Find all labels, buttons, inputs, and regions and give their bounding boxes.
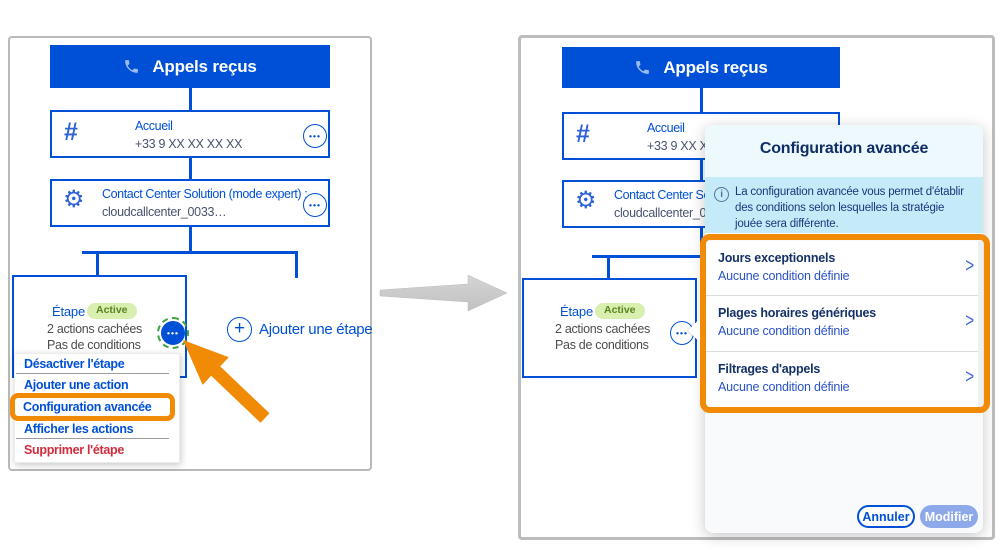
- accueil-ellipsis-menu-button[interactable]: [303, 124, 327, 148]
- menu-separator: [16, 373, 169, 374]
- row-subtitle: Aucune condition définie: [718, 269, 850, 283]
- accueil-node-number: +33 9 XX XX XX XX: [135, 137, 243, 151]
- popover-title: Configuration avancée: [759, 140, 929, 157]
- add-step-button[interactable]: Ajouter une étape: [227, 317, 373, 342]
- advanced-config-popover: Configuration avancée La configuration a…: [705, 125, 983, 533]
- chevron-right-icon: [965, 258, 974, 276]
- row-title: Plages horaires génériques: [718, 306, 877, 321]
- connector-line: [189, 158, 192, 179]
- row-exceptional-days[interactable]: Jours exceptionnels Aucune condition déf…: [705, 241, 983, 297]
- step-1-conditions: Pas de conditions: [47, 338, 141, 352]
- connector-line: [96, 251, 99, 275]
- incoming-calls-header: Appels reçus: [562, 47, 840, 88]
- popover-header: Configuration avancée: [705, 125, 983, 177]
- incoming-calls-title: Appels reçus: [152, 56, 257, 76]
- popover-info-banner: La configuration avancée vous permet d'é…: [705, 177, 983, 233]
- row-title: Jours exceptionnels: [718, 251, 836, 265]
- menu-item-show-actions[interactable]: Afficher les actions: [24, 422, 134, 436]
- row-subtitle: Aucune condition définie: [718, 324, 850, 339]
- dialplan-hash-icon: [64, 120, 78, 145]
- step-1-title: Étape 1: [52, 304, 96, 319]
- contact-center-node: Contact Center Solution (mode expert) : …: [50, 179, 330, 227]
- step-1-ellipsis-menu-button[interactable]: [157, 317, 189, 349]
- active-status-badge: Active: [87, 303, 137, 319]
- dialplan-hash-icon: [576, 122, 590, 147]
- connector-line: [607, 255, 610, 278]
- phone-icon: [636, 61, 650, 74]
- contact-center-ellipsis-menu-button[interactable]: [303, 193, 327, 217]
- row-call-filtering[interactable]: Filtrages d'appels Aucune condition défi…: [705, 351, 983, 407]
- gear-icon: [575, 189, 597, 213]
- condition-rows: Jours exceptionnels Aucune condition déf…: [705, 241, 983, 407]
- connector-line: [189, 88, 192, 110]
- menu-item-advanced-config[interactable]: Configuration avancée: [23, 400, 152, 414]
- chevron-right-icon: [965, 369, 974, 387]
- phone-icon: [125, 60, 139, 73]
- cancel-button[interactable]: Annuler: [857, 505, 915, 528]
- step-1-hidden-actions: 2 actions cachées: [555, 322, 650, 336]
- add-step-label: Ajouter une étape: [259, 321, 373, 338]
- advanced-config-highlight-box: Configuration avancée: [10, 393, 175, 421]
- chevron-right-icon: [965, 313, 974, 331]
- connector-line: [700, 228, 703, 255]
- rows-scroll-gutter: [978, 241, 983, 407]
- connector-line: [295, 251, 298, 278]
- incoming-calls-header: Appels reçus: [50, 45, 330, 88]
- accueil-node: Accueil +33 9 XX XX XX XX: [50, 110, 330, 158]
- row-generic-time-slots[interactable]: Plages horaires génériques Aucune condit…: [705, 296, 983, 352]
- menu-item-disable-step[interactable]: Désactiver l'étape: [24, 357, 125, 371]
- step-1-title: Étape 1: [560, 304, 604, 319]
- accueil-node-title: Accueil: [135, 119, 173, 133]
- info-icon: [714, 187, 729, 202]
- active-status-badge: Active: [595, 303, 645, 319]
- connector-line: [82, 251, 298, 254]
- plus-icon: [227, 317, 252, 342]
- popover-info-text: La configuration avancée vous permet d'é…: [735, 186, 964, 230]
- contact-center-node-title: Contact Center Solution (mode expert) :: [102, 187, 307, 201]
- connector-line: [700, 160, 703, 180]
- connector-line: [592, 255, 707, 258]
- connector-line: [700, 88, 703, 112]
- row-title: Filtrages d'appels: [718, 361, 821, 376]
- modify-button[interactable]: Modifier: [920, 505, 978, 528]
- incoming-calls-title: Appels reçus: [663, 57, 768, 77]
- gear-icon: [63, 188, 85, 212]
- transition-gray-arrow: [379, 274, 508, 312]
- step-1-hidden-actions: 2 actions cachées: [47, 322, 142, 336]
- step-1-conditions: Pas de conditions: [555, 338, 649, 352]
- contact-center-node-subtitle: cloudcallcenter_0033…: [102, 205, 227, 219]
- menu-separator: [16, 438, 169, 439]
- step-1-node: Étape 1 Active 2 actions cachées Pas de …: [522, 278, 697, 378]
- accueil-node-title: Accueil: [647, 121, 685, 135]
- menu-item-add-action[interactable]: Ajouter une action: [24, 378, 129, 392]
- row-subtitle: Aucune condition définie: [718, 379, 850, 394]
- connector-line: [189, 227, 192, 253]
- menu-item-delete-step[interactable]: Supprimer l'étape: [24, 443, 124, 457]
